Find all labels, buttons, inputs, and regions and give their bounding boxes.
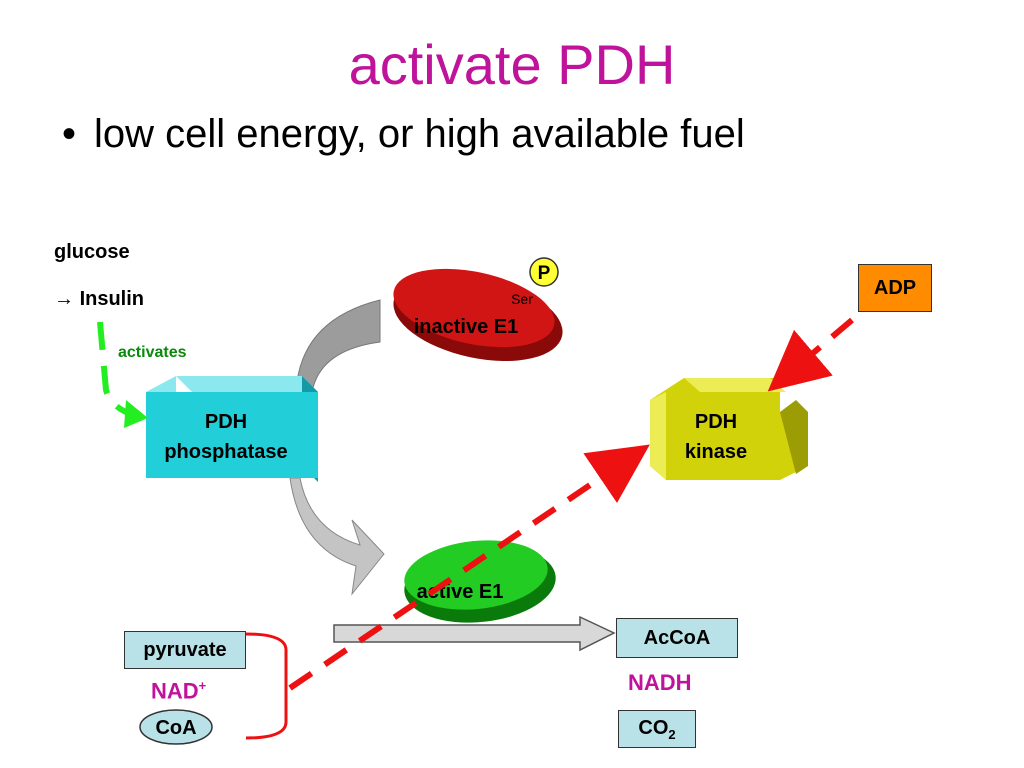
nad-text: NAD: [151, 678, 199, 704]
curved-arrow-lower: [289, 477, 385, 596]
pdh-phosphatase-block: [146, 376, 318, 482]
accoa-label: AcCoA: [643, 626, 711, 649]
pyruvate-box: pyruvate: [124, 631, 246, 669]
substrate-bracket: [245, 632, 288, 740]
inactive-e1-label: inactive E1: [414, 316, 519, 338]
bullet-text: low cell energy, or high available fuel: [94, 112, 745, 156]
adp-box: ADP: [858, 264, 932, 312]
coa-ellipse: [139, 709, 213, 745]
bullet-point: • low cell energy, or high available fuel: [62, 112, 745, 157]
reaction-arrow: [333, 615, 616, 652]
adp-label: ADP: [873, 276, 917, 299]
pyruvate-label: pyruvate: [143, 638, 227, 661]
slide-title: activate PDH: [348, 33, 676, 96]
dashed-arrow-adp-to-kinase: [767, 317, 854, 392]
kinase-label-1: PDH: [695, 411, 737, 433]
inactive-e1-ellipse: [393, 268, 563, 362]
nadh-label: NADH: [628, 670, 692, 695]
phosphate-label: P: [538, 263, 551, 284]
phosphate-circle: [529, 257, 559, 287]
co2-box: CO2: [618, 710, 696, 748]
co2-label: CO2: [638, 717, 675, 742]
phosphatase-label-2: phosphatase: [164, 441, 287, 463]
co2-subscript: 2: [668, 726, 676, 742]
nad-label: NAD+: [151, 678, 206, 704]
bullet-symbol: •: [62, 112, 77, 156]
nad-superscript: +: [198, 678, 207, 693]
activates-arrow: [97, 321, 139, 419]
dashed-arrow-nadh-to-kinase: [288, 444, 650, 691]
insulin-label: Insulin: [79, 288, 145, 310]
activates-label: activates: [118, 344, 187, 361]
glucose-label: glucose: [54, 241, 130, 263]
kinase-label-2: kinase: [685, 441, 747, 463]
ser-label: Ser: [511, 291, 533, 307]
coa-label: CoA: [155, 717, 196, 739]
co2-text: CO: [638, 716, 669, 739]
phosphatase-label-1: PDH: [205, 411, 247, 433]
activates-arrowhead: [124, 400, 148, 428]
active-e1-ellipse: [404, 540, 556, 623]
insulin-arrow-icon: →: [54, 288, 74, 310]
curved-arrow-upper: [295, 299, 381, 393]
pdh-kinase-block: [650, 378, 808, 480]
insulin-line: → Insulin: [54, 288, 144, 311]
accoa-box: AcCoA: [616, 618, 738, 658]
